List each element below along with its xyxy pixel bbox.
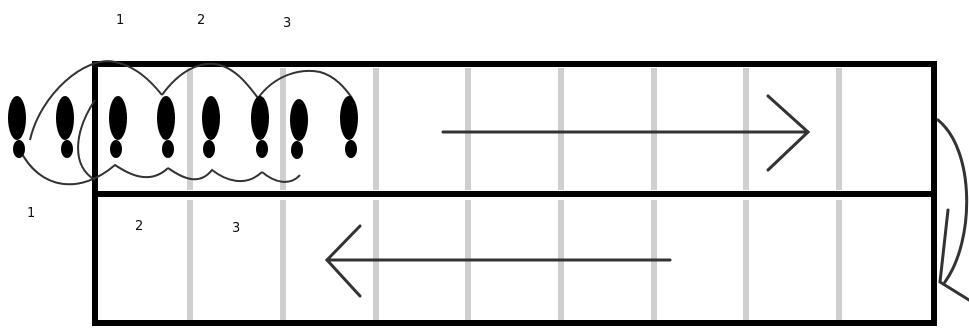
bottom-step-label-1: 1 [27, 206, 35, 221]
top-step-label-2: 2 [197, 13, 205, 28]
top-step-label-3: 3 [283, 16, 291, 31]
top-step-label-1: 1 [116, 13, 124, 28]
bottom-step-label-3: 3 [232, 221, 240, 236]
bottom-step-label-2: 2 [135, 219, 143, 234]
